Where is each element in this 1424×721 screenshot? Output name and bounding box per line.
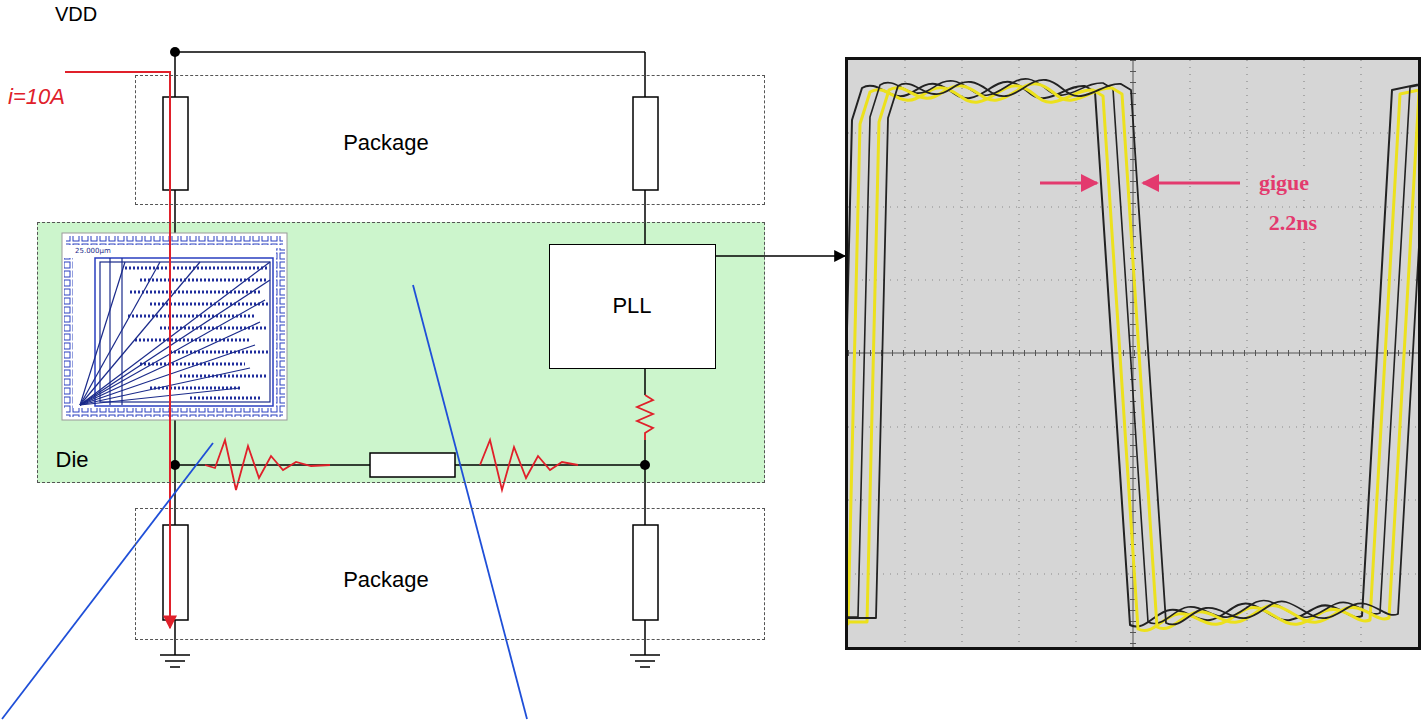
- current-path: [65, 72, 170, 628]
- package-label: Package: [341, 567, 431, 593]
- junction-dot: [170, 460, 180, 470]
- resistor-symbol: [633, 525, 658, 620]
- package-box: Package: [135, 75, 765, 205]
- jitter-arrow: [1040, 182, 1097, 185]
- jitter-arrow: [1143, 182, 1240, 185]
- scope-screen: [848, 79, 1418, 631]
- resistor-symbol: [370, 453, 455, 477]
- wire: [174, 190, 176, 233]
- wire: [175, 51, 645, 53]
- wire: [644, 368, 646, 395]
- wire: [175, 464, 370, 466]
- chip-layout: [80, 280, 270, 405]
- chip-layout: [276, 248, 285, 408]
- chip-layout: [190, 397, 262, 400]
- wire: [455, 464, 645, 466]
- wire: [174, 620, 176, 655]
- chip-layout: [100, 262, 270, 402]
- resistor-symbol: [163, 97, 188, 190]
- wire: [644, 190, 646, 245]
- current-path: [65, 72, 170, 628]
- chip-layout: [80, 262, 200, 405]
- chip-layout: [80, 368, 250, 405]
- chip-layout: [80, 262, 160, 405]
- scope-screen: [810, 60, 1424, 647]
- junction-dot: [640, 460, 650, 470]
- scope-screen: [848, 84, 1418, 629]
- ground-symbol: [635, 660, 655, 662]
- noise-wave: [205, 395, 653, 490]
- chip-layout: [80, 262, 270, 405]
- chip-layout: [130, 291, 262, 294]
- chip-layout: [66, 408, 283, 417]
- ground-symbol: [640, 666, 650, 668]
- die-label: Die: [53, 447, 90, 473]
- resistor-symbol: [163, 525, 188, 620]
- chip-layout: [64, 258, 73, 408]
- ground-symbol: [160, 655, 660, 667]
- noise-wave: [637, 395, 653, 440]
- die-region: Die PLL: [37, 222, 765, 483]
- scope-screen: [848, 86, 1418, 631]
- chip-layout: [109, 258, 110, 405]
- jitter-value: 2.2ns: [1267, 210, 1319, 236]
- resistor-symbol: [633, 97, 658, 190]
- signal-arrow: [716, 255, 845, 257]
- ground-symbol: [165, 660, 185, 662]
- supply-label: VDD: [55, 3, 97, 26]
- scale-label: 25.000µm: [75, 247, 111, 255]
- pll-label: PLL: [610, 293, 653, 319]
- oscilloscope-screen: gigue 2.2ns: [845, 57, 1421, 650]
- chip-layout: [62, 233, 287, 420]
- wire: [644, 620, 646, 655]
- package-box: Package: [135, 508, 765, 640]
- chip-layout: [140, 363, 245, 366]
- ground-symbol: [160, 654, 190, 656]
- die-fill: [37, 222, 765, 483]
- ground-symbol: [630, 654, 660, 656]
- chip-layout: [62, 233, 287, 420]
- chip-layout: [170, 351, 268, 354]
- ground-symbol: [170, 666, 180, 668]
- jitter-label: gigue: [1257, 170, 1311, 196]
- chip-layout: [180, 375, 266, 378]
- chip-layout: [80, 345, 255, 405]
- chip-layout: [121, 258, 122, 405]
- leader-line: [413, 285, 527, 719]
- junction-dot: [170, 47, 180, 57]
- scope-screen: [848, 79, 1418, 624]
- package-label: Package: [341, 130, 431, 156]
- leader-line: [2, 285, 527, 719]
- jitter-arrow: [1040, 182, 1240, 185]
- chip-layout: [66, 236, 283, 245]
- chip-layout: [80, 262, 125, 405]
- scope-screen: [848, 80, 1418, 625]
- wire: [174, 420, 176, 525]
- current-label: i=10A: [8, 84, 65, 110]
- chip-layout: [125, 268, 268, 398]
- pll-block: PLL: [549, 244, 716, 369]
- chip-layout: [80, 258, 270, 405]
- leader-line: [2, 443, 213, 719]
- chip-layout: [150, 303, 268, 306]
